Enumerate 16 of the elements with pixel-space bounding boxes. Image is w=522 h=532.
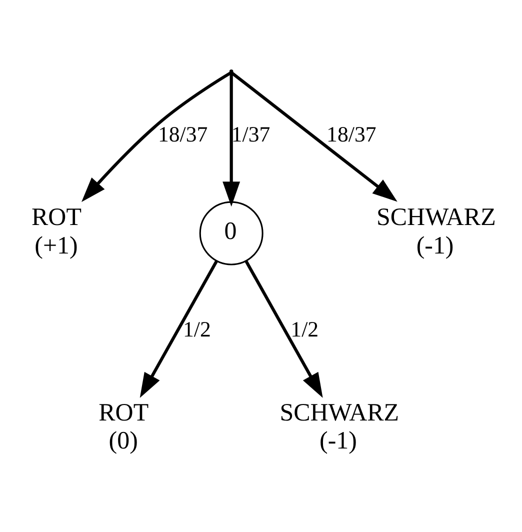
edge-label: 18/37 xyxy=(326,122,376,146)
node-text: SCHWARZ (-1) xyxy=(376,204,496,259)
node-text: ROT (0) xyxy=(98,398,149,454)
edge-label: 1/2 xyxy=(182,317,211,342)
node-text: ROT (+1) xyxy=(32,204,82,259)
node-circle: 0 xyxy=(199,200,264,265)
node-text: SCHWARZ (-1) xyxy=(280,398,400,454)
edge-label: 1/2 xyxy=(290,317,319,342)
arrow xyxy=(82,70,232,202)
arrow xyxy=(244,260,323,398)
edge-label: 1/37 xyxy=(231,122,270,146)
arrow xyxy=(222,72,240,206)
arrow xyxy=(140,260,218,398)
arrow xyxy=(230,70,398,202)
edge-label: 18/37 xyxy=(158,122,208,146)
node-point xyxy=(229,68,234,73)
